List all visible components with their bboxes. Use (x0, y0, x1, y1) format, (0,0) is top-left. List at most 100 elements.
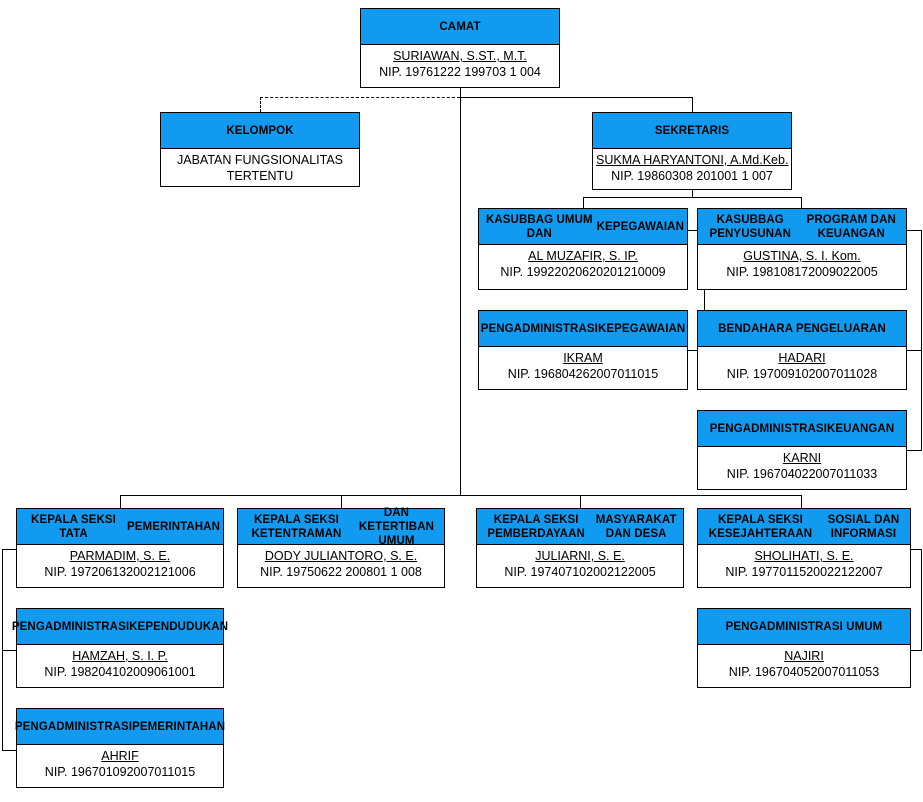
node-kasubbag-program[interactable]: KASUBBAG PENYUSUNAN PROGRAM DAN KEUANGAN… (697, 208, 907, 290)
node-kasubbag-umum-title-line1: KASUBBAG UMUM DAN (485, 213, 593, 240)
node-kasubbag-program-title-line2: PROGRAM DAN KEUANGAN (806, 213, 896, 240)
node-kelompok-title: KELOMPOK (161, 113, 359, 149)
connector-sekretaris-drop (692, 97, 693, 112)
node-kasi-tata-pemerintahan-body: PARMADIM, S. E. NIP. 197206132002121006 (17, 545, 223, 585)
node-kasubbag-umum-title: KASUBBAG UMUM DAN KEPEGAWAIAN (479, 209, 687, 245)
node-sekretaris-body: SUKMA HARYANTONI, A.Md.Keb. NIP. 1986030… (593, 149, 791, 189)
node-kasi-kesejahteraan-body: SHOLIHATI, S. E. NIP. 197701152002212200… (698, 545, 910, 585)
node-pengadmin-kependudukan-body: HAMZAH, S. I. P. NIP. 198204102009061001 (17, 645, 223, 685)
connector-seksi-1-drop (120, 495, 121, 508)
node-kasi-tata-pemerintahan-title-line1: KEPALA SEKSI TATA (31, 513, 116, 540)
node-camat-person: SURIAWAN, S.ST., M.T. (393, 49, 527, 63)
node-kelompok-line1: JABATAN FUNGSIONALITAS (177, 153, 343, 167)
node-kasi-pemberdayaan-person: JULIARNI, S. E. (535, 549, 625, 563)
node-kasi-tata-pemerintahan-nip: NIP. 197206132002121006 (44, 564, 196, 579)
node-kasubbag-program-body: GUSTINA, S. I. Kom. NIP. 198108172009022… (698, 245, 906, 285)
connector-program-down (921, 230, 922, 450)
node-pengadmin-pemerintahan-title-line2: PEMERINTAHAN (132, 720, 226, 733)
node-kasi-ketentraman-nip: NIP. 19750622 200801 1 008 (260, 564, 422, 579)
node-camat-title: CAMAT (361, 9, 559, 45)
connector-kesejahteraan-down (921, 549, 922, 650)
node-pengadmin-kepegawaian-title: PENGADMINISTRASI KEPEGAWAIAN (479, 311, 687, 347)
connector-tata-to-pemerintahan (2, 750, 17, 751)
connector-program-to-keuangan (907, 450, 922, 451)
node-pengadmin-keuangan-title-line1: PENGADMINISTRASI (709, 422, 827, 435)
node-kasi-ketentraman-body: DODY JULIANTORO, S. E. NIP. 19750622 200… (238, 545, 444, 585)
node-kasi-ketentraman[interactable]: KEPALA SEKSI KETENTRAMAN DAN KETERTIBAN … (237, 506, 445, 588)
node-pengadmin-pemerintahan[interactable]: PENGADMINISTRASI PEMERINTAHAN AHRIF NIP.… (14, 708, 226, 788)
node-pengadmin-kepegawaian[interactable]: PENGADMINISTRASI KEPEGAWAIAN IKRAM NIP. … (478, 310, 688, 390)
node-kelompok-body: JABATAN FUNGSIONALITAS TERTENTU (161, 149, 359, 189)
connector-kesejahteraan-to-umum (911, 650, 922, 651)
connector-camat-to-sekretaris (460, 97, 693, 98)
node-pengadmin-kependudukan-person: HAMZAH, S. I. P. (72, 649, 168, 663)
node-pengadmin-kepegawaian-title-line1: PENGADMINISTRASI (480, 322, 598, 335)
node-pengadmin-keuangan-title: PENGADMINISTRASI KEUANGAN (698, 411, 906, 447)
node-pengadmin-pemerintahan-nip: NIP. 196701092007011015 (44, 764, 196, 779)
node-sekretaris-title: SEKRETARIS (593, 113, 791, 149)
node-kasi-ketentraman-title: KEPALA SEKSI KETENTRAMAN DAN KETERTIBAN … (238, 506, 444, 547)
connector-camat-stem (460, 88, 461, 495)
node-kasi-pemberdayaan-title-line2: MASYARAKAT DAN DESA (595, 513, 677, 540)
node-pengadmin-umum-person: NAJIRI (784, 649, 824, 663)
node-kasi-tata-pemerintahan[interactable]: KEPALA SEKSI TATA PEMERINTAHAN PARMADIM,… (16, 508, 224, 588)
node-kelompok[interactable]: KELOMPOK JABATAN FUNGSIONALITAS TERTENTU (160, 112, 360, 187)
node-pengadmin-umum[interactable]: PENGADMINISTRASI UMUM NAJIRI NIP. 196704… (697, 608, 911, 688)
node-kasubbag-umum-title-line2: KEPEGAWAIAN (596, 220, 684, 233)
node-kasubbag-umum-nip: NIP. 19922020620201210009 (500, 264, 666, 279)
node-kasi-kesejahteraan[interactable]: KEPALA SEKSI KESEJAHTERAAN SOSIAL DAN IN… (697, 508, 911, 588)
node-pengadmin-kepegawaian-person: IKRAM (563, 351, 603, 365)
node-pengadmin-pemerintahan-person: AHRIF (101, 749, 139, 763)
connector-kasubbag-program-drop (801, 197, 802, 208)
connector-kasubbag-umum-drop (583, 197, 584, 208)
node-bendahara-pengeluaran-person: HADARI (778, 351, 826, 365)
node-kasi-ketentraman-title-line2: DAN KETERTIBAN UMUM (358, 506, 435, 547)
node-sekretaris[interactable]: SEKRETARIS SUKMA HARYANTONI, A.Md.Keb. N… (592, 112, 792, 190)
node-kasi-pemberdayaan[interactable]: KEPALA SEKSI PEMBERDAYAAN MASYARAKAT DAN… (476, 508, 684, 588)
node-pengadmin-umum-title: PENGADMINISTRASI UMUM (698, 609, 910, 645)
connector-program-out (907, 230, 922, 231)
connector-camat-to-kelompok-dashed (260, 97, 460, 98)
node-camat-nip: NIP. 19761222 199703 1 004 (379, 64, 541, 79)
node-pengadmin-kepegawaian-nip: NIP. 196804262007011015 (507, 366, 659, 381)
node-bendahara-pengeluaran-body: HADARI NIP. 197009102007011028 (698, 347, 906, 387)
node-kasi-kesejahteraan-person: SHOLIHATI, S. E. (754, 549, 854, 563)
node-pengadmin-kependudukan-nip: NIP. 198204102009061001 (44, 664, 196, 679)
node-kasubbag-umum[interactable]: KASUBBAG UMUM DAN KEPEGAWAIAN AL MUZAFIR… (478, 208, 688, 290)
node-pengadmin-kependudukan-title-line1: PENGADMINISTRASI (11, 620, 130, 633)
node-kasi-pemberdayaan-nip: NIP. 197407102002122005 (504, 564, 656, 579)
node-kasi-ketentraman-title-line1: KEPALA SEKSI KETENTRAMAN (251, 513, 342, 540)
node-pengadmin-pemerintahan-body: AHRIF NIP. 196701092007011015 (17, 745, 223, 785)
connector-seksi-bus (120, 495, 802, 496)
node-kasi-kesejahteraan-title-line2: SOSIAL DAN INFORMASI (827, 513, 900, 540)
connector-umum-to-kepegawaian (688, 350, 705, 351)
connector-tata-down (2, 549, 3, 750)
node-kasubbag-umum-person: AL MUZAFIR, S. IP. (528, 249, 638, 263)
node-pengadmin-keuangan[interactable]: PENGADMINISTRASI KEUANGAN KARNI NIP. 196… (697, 410, 907, 490)
node-pengadmin-umum-body: NAJIRI NIP. 196704052007011053 (698, 645, 910, 685)
node-kasi-ketentraman-person: DODY JULIANTORO, S. E. (264, 549, 418, 563)
node-pengadmin-kependudukan-title-line2: KEPENDUDUKAN (129, 620, 229, 633)
node-kelompok-line2: TERTENTU (226, 168, 294, 183)
connector-kelompok-drop-dashed (260, 97, 261, 112)
connector-sekretaris-stem (692, 190, 693, 198)
node-pengadmin-kependudukan[interactable]: PENGADMINISTRASI KEPENDUDUKAN HAMZAH, S.… (12, 608, 228, 688)
connector-program-to-bendahara (907, 350, 922, 351)
connector-tata-out (2, 549, 17, 550)
node-pengadmin-pemerintahan-title-line1: PENGADMINISTRASI (14, 720, 133, 733)
node-kasi-kesejahteraan-title: KEPALA SEKSI KESEJAHTERAAN SOSIAL DAN IN… (698, 509, 910, 545)
node-sekretaris-person: SUKMA HARYANTONI, A.Md.Keb. (596, 153, 789, 167)
node-kasi-kesejahteraan-nip: NIP. 1977011520022122007 (725, 564, 883, 579)
node-pengadmin-keuangan-person: KARNI (782, 451, 822, 465)
node-bendahara-pengeluaran[interactable]: BENDAHARA PENGELUARAN HADARI NIP. 197009… (697, 310, 907, 390)
node-pengadmin-umum-nip: NIP. 196704052007011053 (728, 664, 880, 679)
node-bendahara-pengeluaran-nip: NIP. 197009102007011028 (726, 366, 878, 381)
node-kasubbag-program-title-line1: KASUBBAG PENYUSUNAN (709, 213, 791, 240)
node-kasubbag-program-nip: NIP. 198108172009022005 (726, 264, 878, 279)
node-kasi-pemberdayaan-body: JULIARNI, S. E. NIP. 197407102002122005 (477, 545, 683, 585)
node-camat[interactable]: CAMAT SURIAWAN, S.ST., M.T. NIP. 1976122… (360, 8, 560, 88)
node-kasi-tata-pemerintahan-title: KEPALA SEKSI TATA PEMERINTAHAN (17, 509, 223, 545)
connector-kesejahteraan-out (911, 549, 922, 550)
connector-seksi-2-drop (341, 495, 342, 508)
node-bendahara-pengeluaran-title: BENDAHARA PENGELUARAN (698, 311, 906, 347)
